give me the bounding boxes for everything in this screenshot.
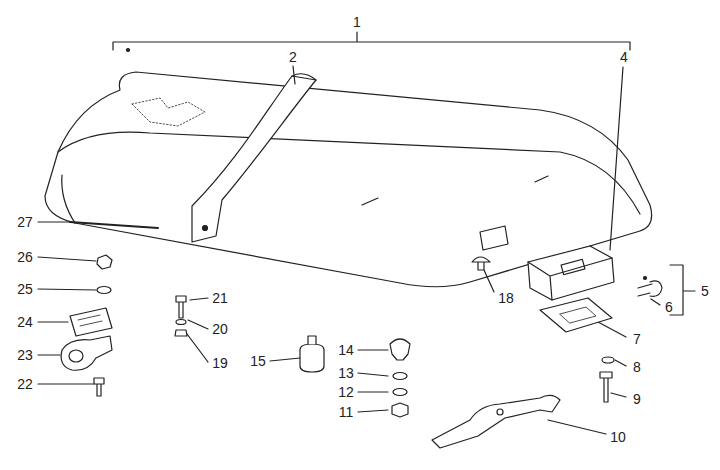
nut	[392, 403, 408, 417]
clamp	[61, 336, 112, 370]
washer	[97, 287, 111, 294]
callout-number: 4	[620, 50, 628, 64]
buffer	[300, 344, 324, 372]
callout-number: 27	[17, 215, 33, 229]
leader-line	[358, 350, 388, 412]
seat-strap	[192, 76, 316, 242]
seat-seam	[362, 176, 548, 205]
callout-number: 21	[212, 291, 228, 305]
callout-number: 18	[498, 291, 514, 305]
nut	[175, 330, 187, 336]
plate-detail	[560, 307, 596, 323]
leader-line	[610, 67, 623, 250]
callout-number: 26	[17, 250, 33, 264]
knob	[472, 257, 490, 270]
callout-number: 5	[701, 284, 709, 298]
callout-number: 14	[338, 343, 354, 357]
key	[638, 281, 662, 296]
bracket-hole	[497, 409, 503, 415]
callout-number: 24	[17, 315, 33, 329]
dot-marker	[127, 49, 130, 52]
washer	[176, 320, 186, 325]
callout-number: 19	[212, 356, 228, 370]
pin	[70, 222, 158, 228]
callout-number: 22	[17, 377, 33, 391]
group-bracket	[113, 32, 630, 50]
screw	[176, 296, 186, 318]
callout-number: 11	[339, 405, 354, 419]
callout-number: 15	[250, 354, 266, 368]
leader-line	[293, 66, 295, 84]
washer	[393, 389, 407, 396]
callout-number: 8	[633, 360, 641, 374]
callout-number: 12	[338, 385, 354, 399]
lock-slot	[561, 259, 585, 274]
seat-recess	[480, 226, 508, 250]
callout-number: 25	[17, 282, 33, 296]
plug	[390, 339, 410, 360]
callout-number: 6	[665, 300, 673, 314]
callout-number: 20	[212, 322, 228, 336]
leader-line	[187, 298, 208, 362]
screw	[600, 372, 612, 402]
callout-number: 1	[353, 15, 361, 29]
dot-marker	[644, 277, 647, 280]
washer	[393, 373, 407, 380]
plate-detail	[78, 315, 102, 326]
leader-line	[270, 358, 300, 361]
callout-number: 10	[610, 430, 626, 444]
buffer	[308, 336, 316, 344]
group-bracket	[670, 265, 695, 315]
callout-number: 2	[289, 50, 297, 64]
callout-number: 13	[338, 366, 354, 380]
callout-number: 23	[17, 348, 33, 362]
seat-strap	[292, 74, 316, 80]
callout-number: 7	[633, 332, 641, 346]
leader-line	[484, 270, 494, 292]
seat-crease	[58, 132, 640, 214]
lock	[528, 246, 614, 300]
plate	[70, 308, 112, 336]
leader-line	[38, 221, 70, 222]
lock-edge	[528, 258, 612, 300]
washer	[602, 357, 614, 363]
screw	[94, 378, 104, 396]
nut	[97, 255, 112, 269]
callout-number: 9	[633, 392, 641, 406]
seat-edge	[62, 175, 75, 223]
seat-texture	[132, 98, 205, 126]
clamp-hole	[69, 350, 83, 362]
plate	[540, 298, 612, 332]
strap-screw	[203, 226, 208, 231]
lock-bracket	[432, 395, 560, 448]
